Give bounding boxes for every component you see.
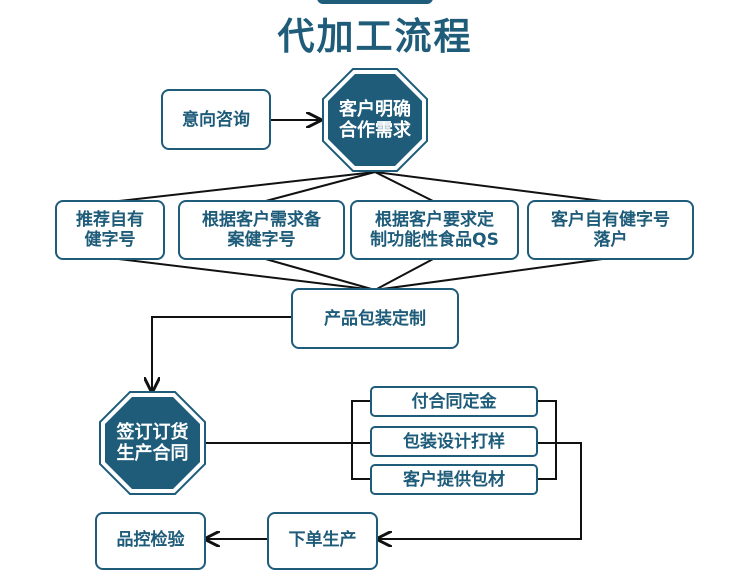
sign-order-octagon: 签订订货 生产合同 [99,391,206,495]
custom-filing-box: 根据客户需求备 案健字号 [178,200,345,260]
inquiry-box: 意向咨询 [161,89,271,150]
production-box: 下单生产 [267,512,378,570]
clarify-requirements-octagon: 客户明确 合作需求 [322,68,428,172]
top-decoration-tab [317,0,433,4]
deposit-box: 付合同定金 [370,386,538,417]
own-brand-box: 客户自有健字号 落户 [527,200,694,260]
sign-order-label: 签订订货 生产合同 [116,422,189,464]
flow-connectors [109,0,611,547]
packaging-box: 产品包装定制 [291,288,459,349]
page-title: 代加工流程 [277,15,473,58]
recommend-box: 推荐自有 健字号 [55,200,165,260]
materials-box: 客户提供包材 [370,464,538,495]
qs-custom-box: 根据客户要求定 制功能性食品QS [350,200,519,260]
clarify-label: 客户明确 合作需求 [339,99,411,141]
qc-box: 品控检验 [95,512,206,570]
design-box: 包装设计打样 [370,426,538,457]
